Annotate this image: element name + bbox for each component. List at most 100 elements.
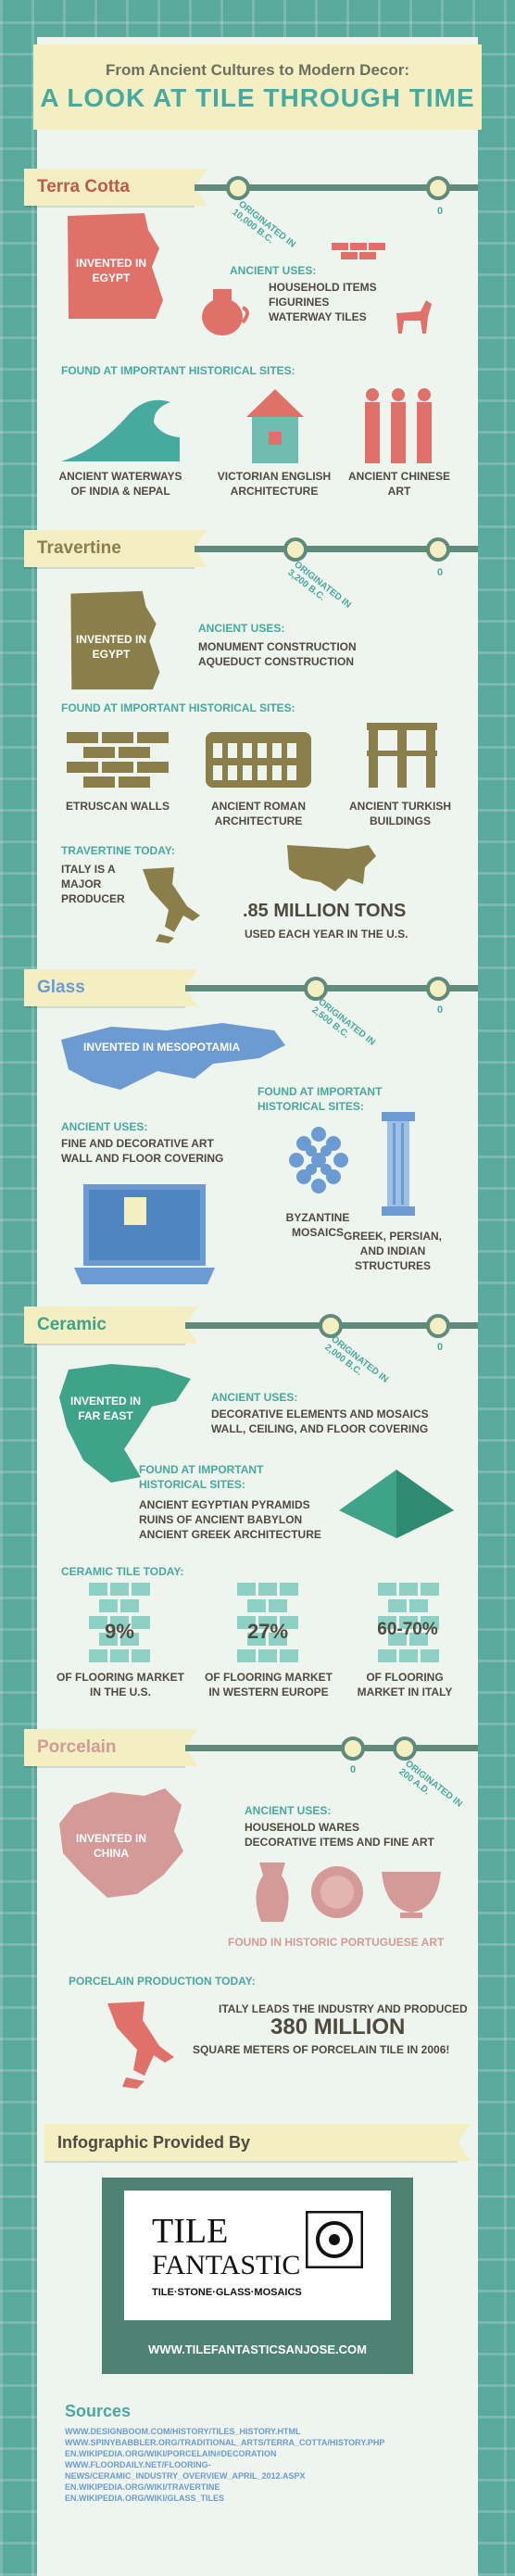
site-label-3: ANCIENT TURKISH BUILDINGS bbox=[349, 800, 451, 827]
timeline-travertine bbox=[195, 546, 478, 552]
stat-post: SQUARE METERS OF PORCELAIN TILE IN 2006! bbox=[193, 2043, 450, 2056]
timeline-dot-origin bbox=[283, 537, 308, 562]
timeline-terra-cotta bbox=[195, 184, 478, 191]
stat-value: .85 MILLION TONS bbox=[243, 901, 407, 921]
section-title-ceramic: Ceramic bbox=[24, 1307, 198, 1344]
today-heading: TRAVERTINE TODAY: bbox=[61, 844, 175, 857]
sites-heading: FOUND AT IMPORTANT HISTORICAL SITES: bbox=[258, 1085, 383, 1113]
uses-heading: ANCIENT USES: bbox=[198, 622, 285, 635]
zero-label: 0 bbox=[437, 567, 444, 578]
today-heading: PORCELAIN PRODUCTION TODAY: bbox=[69, 1975, 256, 1988]
source-link[interactable]: WWW.SPINYBABBLER.ORG/TRADITIONAL_ARTS/TE… bbox=[65, 2438, 385, 2447]
far-east-map-icon bbox=[59, 1364, 191, 1483]
stat-label-3: OF FLOORING MARKET IN ITALY bbox=[357, 1671, 453, 1698]
timeline-dot-zero bbox=[426, 176, 450, 200]
source-link[interactable]: EN.WIKIPEDIA.ORG/WIKI/GLASS_TILES bbox=[65, 2494, 225, 2503]
uses-list: HOUSEHOLD WARES DECORATIVE ITEMS AND FIN… bbox=[245, 1821, 434, 1849]
invented-label: INVENTED IN EGYPT bbox=[75, 633, 146, 661]
tile-stack-icon bbox=[237, 1583, 298, 1662]
colosseum-icon bbox=[206, 732, 311, 788]
sites-text: FOUND IN HISTORIC PORTUGUESE ART bbox=[228, 1936, 445, 1949]
logo-tagline: TILE·STONE·GLASS·MOSAICS bbox=[152, 2287, 302, 2298]
tile-stack-icon bbox=[378, 1583, 439, 1662]
sources-list: WWW.DESIGNBOOM.COM/HISTORY/TILES_HISTORY… bbox=[65, 2426, 435, 2504]
timeline-dot-zero bbox=[341, 1736, 365, 1761]
uses-list: HOUSEHOLD ITEMS FIGURINES WATERWAY TILES bbox=[269, 281, 377, 323]
house-icon bbox=[246, 389, 304, 463]
stat-pre: ITALY LEADS THE INDUSTRY AND PRODUCED bbox=[219, 2002, 468, 2015]
mosaic-icon bbox=[289, 1127, 348, 1193]
stat-label-1: OF FLOORING MARKET IN THE U.S. bbox=[57, 1671, 184, 1698]
column-icon bbox=[382, 1112, 415, 1216]
italy-map-icon bbox=[107, 2001, 174, 2089]
zero-label: 0 bbox=[437, 1342, 444, 1353]
section-title-travertine: Travertine bbox=[24, 530, 207, 567]
sites-heading: FOUND AT IMPORTANT HISTORICAL SITES: bbox=[139, 1463, 264, 1491]
mesopotamia-map-icon bbox=[61, 1023, 285, 1090]
uses-list: DECORATIVE ELEMENTS AND MOSAICS WALL, CE… bbox=[211, 1408, 429, 1435]
source-link[interactable]: WWW.DESIGNBOOM.COM/HISTORY/TILES_HISTORY… bbox=[65, 2427, 301, 2436]
sites-heading: FOUND AT IMPORTANT HISTORICAL SITES: bbox=[61, 701, 295, 714]
today-text: ITALY IS A MAJOR PRODUCER bbox=[61, 863, 125, 905]
timeline-dot-zero bbox=[426, 537, 450, 562]
invented-label: INVENTED IN EGYPT bbox=[75, 257, 146, 284]
section-title-porcelain: Porcelain bbox=[24, 1729, 198, 1766]
invented-label: INVENTED IN FAR EAST bbox=[69, 1395, 141, 1422]
source-link[interactable]: WWW.FLOORDAILY.NET/FLOORING-NEWS/CERAMIC… bbox=[65, 2460, 306, 2481]
sites-list: ANCIENT EGYPTIAN PYRAMIDS RUINS OF ANCIE… bbox=[139, 1498, 321, 1541]
horse-figurine-icon bbox=[396, 300, 432, 334]
pyramid-icon bbox=[339, 1470, 454, 1538]
site-label-2: VICTORIAN ENGLISH ARCHITECTURE bbox=[217, 470, 332, 498]
vase-icon bbox=[202, 289, 249, 335]
stat-value-3: 60-70% bbox=[377, 1620, 438, 1639]
logo-card: TILE FANTASTIC TILE·STONE·GLASS·MOSAICS bbox=[124, 2191, 391, 2320]
invented-label: INVENTED IN CHINA bbox=[75, 1832, 146, 1860]
uses-heading: ANCIENT USES: bbox=[245, 1804, 332, 1817]
zero-label: 0 bbox=[350, 1764, 357, 1775]
section-title-glass: Glass bbox=[24, 969, 198, 1006]
uses-list: MONUMENT CONSTRUCTION AQUEDUCT CONSTRUCT… bbox=[198, 640, 357, 668]
laptop-icon bbox=[74, 1184, 215, 1284]
timeline-glass bbox=[185, 985, 478, 991]
provided-heading: Infographic Provided By bbox=[44, 2124, 471, 2161]
italy-map-icon bbox=[143, 867, 200, 943]
site-label-1: BYZANTINE MOSAICS bbox=[285, 1211, 350, 1239]
stat-value-1: 9% bbox=[105, 1620, 134, 1643]
usa-map-icon bbox=[287, 845, 376, 891]
timeline-dot-zero bbox=[426, 1314, 450, 1338]
egypt-map-icon bbox=[68, 213, 163, 319]
timeline-porcelain bbox=[185, 1745, 478, 1751]
tile-stack-icon bbox=[89, 1583, 150, 1662]
stat-value: 380 MILLION bbox=[270, 2014, 406, 2039]
source-link[interactable]: EN.WIKIPEDIA.ORG/WIKI/TRAVERTINE bbox=[65, 2482, 220, 2492]
today-heading: CERAMIC TILE TODAY: bbox=[61, 1565, 184, 1578]
source-link[interactable]: EN.WIKIPEDIA.ORG/WIKI/PORCELAIN#DECORATI… bbox=[65, 2449, 277, 2458]
logo-box: TILE FANTASTIC TILE·STONE·GLASS·MOSAICS … bbox=[102, 2178, 413, 2374]
porcelain-plate-icon bbox=[311, 1866, 363, 1918]
site-label-2: ANCIENT ROMAN ARCHITECTURE bbox=[211, 800, 306, 827]
site-label-1: ETRUSCAN WALLS bbox=[66, 800, 170, 813]
site-label-1: ANCIENT WATERWAYS OF INDIA & NEPAL bbox=[58, 470, 182, 498]
timeline-dot-zero bbox=[426, 977, 450, 1001]
header-subtitle: From Ancient Cultures to Modern Decor: bbox=[105, 61, 410, 79]
china-map-icon bbox=[59, 1788, 183, 1898]
timeline-dot-origin bbox=[226, 176, 250, 200]
logo-line-2: FANTASTIC bbox=[152, 2250, 301, 2280]
provider-url[interactable]: WWW.TILEFANTASTICSANJOSE.COM bbox=[148, 2342, 367, 2356]
header-banner: From Ancient Cultures to Modern Decor: A… bbox=[33, 44, 482, 130]
wave-icon bbox=[61, 399, 180, 461]
section-title-terra-cotta: Terra Cotta bbox=[24, 169, 207, 206]
uses-heading: ANCIENT USES: bbox=[61, 1120, 148, 1133]
timeline-dot-origin bbox=[393, 1736, 417, 1761]
egypt-map-icon bbox=[70, 590, 160, 690]
etruscan-wall-icon bbox=[67, 732, 169, 788]
timeline-dot-origin bbox=[304, 977, 328, 1001]
sources-heading: Sources bbox=[65, 2402, 132, 2420]
porcelain-bowl-icon bbox=[382, 1872, 441, 1918]
zero-label: 0 bbox=[437, 206, 444, 217]
zero-label: 0 bbox=[437, 1004, 444, 1016]
uses-heading: ANCIENT USES: bbox=[211, 1391, 298, 1404]
uses-list: FINE AND DECORATIVE ART WALL AND FLOOR C… bbox=[61, 1137, 224, 1165]
turkish-building-icon bbox=[367, 723, 437, 788]
stat-label: USED EACH YEAR IN THE U.S. bbox=[245, 928, 408, 941]
